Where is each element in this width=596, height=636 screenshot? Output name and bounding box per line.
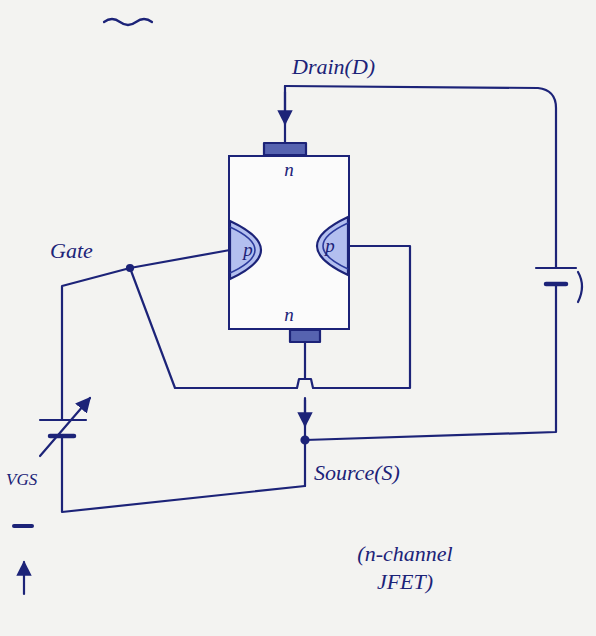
ink-bar (14, 524, 32, 528)
source-terminal (290, 330, 320, 342)
source-arrow (304, 400, 306, 426)
p-region: p (302, 217, 348, 275)
region-letter: p (243, 239, 263, 261)
battery-plate-long (536, 267, 576, 269)
source-wire (304, 342, 306, 486)
voltage-label: VGS (6, 470, 37, 490)
doping-letter: n (284, 304, 294, 326)
figure-caption: (n-channel JFET) (340, 540, 470, 595)
gate-return-wire (62, 436, 305, 512)
depletion-shape (230, 221, 276, 279)
terminal-label: Drain(D) (292, 54, 375, 80)
doping-letter: n (284, 159, 294, 181)
depletion-shape (302, 217, 348, 275)
ink-squiggle (104, 19, 152, 25)
ink-mark (578, 272, 582, 302)
ink-arrow (23, 562, 25, 594)
p-region: p (230, 221, 276, 279)
variable-arrow (40, 398, 90, 456)
drain-arrow (284, 92, 286, 124)
semiconductor-bar: p p n n (228, 155, 350, 330)
gate-wire (62, 268, 130, 420)
battery-plate-long (40, 419, 86, 421)
terminal-label: Gate (50, 238, 93, 264)
drain-wire (284, 86, 286, 143)
junction-dot (302, 437, 309, 444)
drain-terminal (264, 143, 306, 155)
terminal-label: Source(S) (314, 460, 400, 486)
region-letter: p (315, 235, 335, 257)
